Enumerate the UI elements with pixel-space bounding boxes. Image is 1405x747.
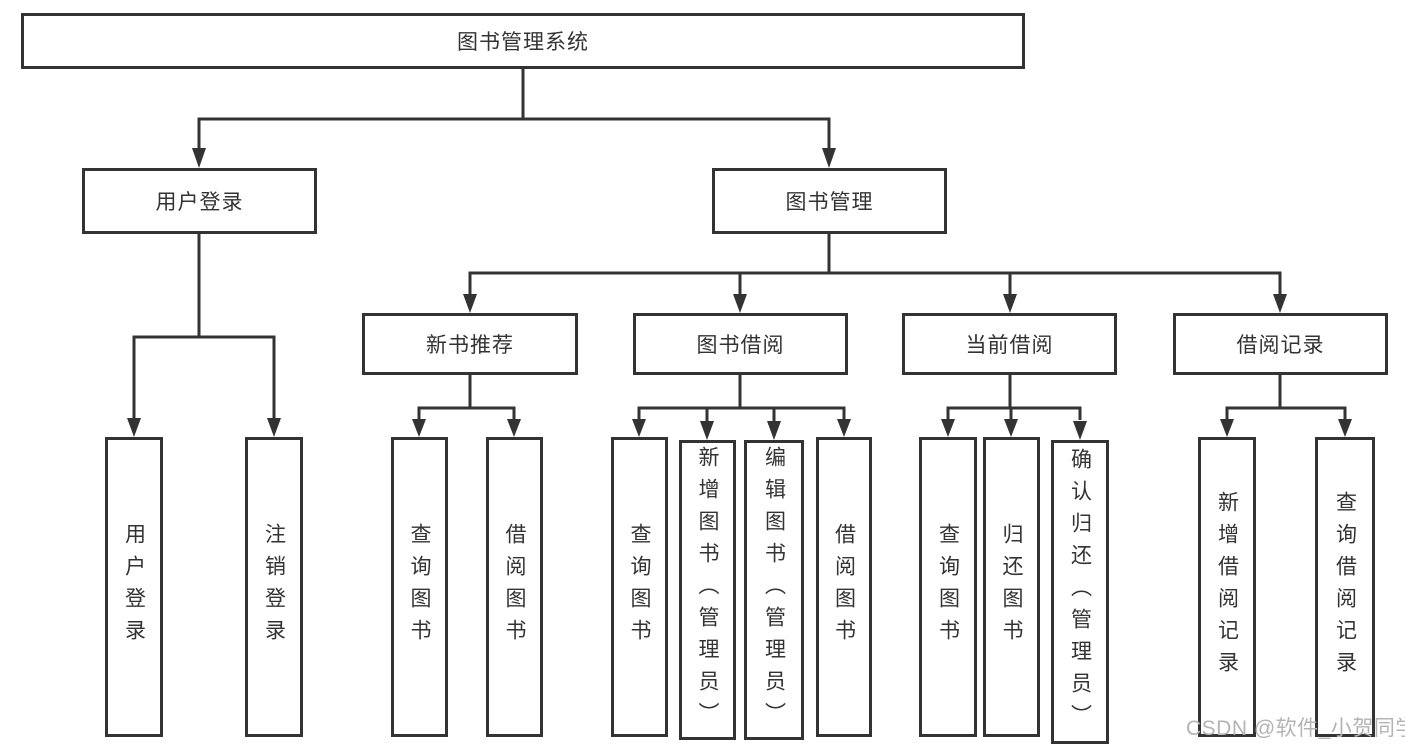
arrowhead-icon xyxy=(941,419,955,437)
connector-book-borrow-group xyxy=(632,375,851,440)
node-user-login: 用户登录 xyxy=(82,168,317,234)
csdn-watermark: CSDN @软件_小贺同学 xyxy=(1186,717,1405,740)
node-label: 借阅记录 xyxy=(1236,334,1325,357)
connector-line xyxy=(197,117,831,149)
node-label: 图书管理 xyxy=(785,191,874,214)
arrowhead-icon xyxy=(1073,421,1087,440)
node-label: 新增借阅记录 xyxy=(1215,491,1239,683)
connector-new-book-rec-group xyxy=(412,375,521,437)
node-label: 用户登录 xyxy=(155,191,244,214)
arrowhead-icon xyxy=(127,418,141,437)
node-label: 注销登录 xyxy=(262,523,286,651)
arrowhead-icon xyxy=(1338,419,1352,437)
arrowhead-icon xyxy=(463,294,477,313)
node-label: 图书借阅 xyxy=(696,334,785,357)
leaf-add-book-admin: 新增图书（管理员） xyxy=(679,440,736,740)
node-label: 查询图书 xyxy=(408,523,431,651)
leaf-return-books: 归还图书 xyxy=(983,437,1040,737)
node-borrow-records: 借阅记录 xyxy=(1173,313,1388,375)
node-book-borrowing: 图书借阅 xyxy=(633,313,848,375)
node-label: 借阅图书 xyxy=(503,523,526,651)
leaf-user-login: 用户登录 xyxy=(105,437,163,737)
leaf-add-borrow-record: 新增借阅记录 xyxy=(1198,437,1256,737)
node-label: 查询借阅记录 xyxy=(1333,491,1357,683)
arrowhead-icon xyxy=(767,421,781,440)
connector-line xyxy=(946,406,1082,420)
node-book-management: 图书管理 xyxy=(712,168,947,234)
leaf-edit-book-admin: 编辑图书（管理员） xyxy=(744,440,804,740)
arrowhead-icon xyxy=(837,419,851,437)
arrowhead-icon xyxy=(700,421,714,440)
node-label: 用户登录 xyxy=(122,523,146,651)
connector-line xyxy=(132,335,276,419)
leaf-query-books-current: 查询图书 xyxy=(919,437,977,737)
node-label: 当前借阅 xyxy=(965,334,1054,357)
node-label: 查询图书 xyxy=(936,523,960,651)
connector-line xyxy=(468,271,1282,295)
node-label: 确认归还（管理员） xyxy=(1068,448,1092,736)
leaf-borrow-books-borrowing: 借阅图书 xyxy=(816,437,872,737)
leaf-query-borrow-record: 查询借阅记录 xyxy=(1315,437,1375,737)
leaf-query-books-recommend: 查询图书 xyxy=(391,437,448,737)
arrowhead-icon xyxy=(632,419,646,437)
node-label: 编辑图书（管理员） xyxy=(762,446,786,734)
connector-current-borrow-group xyxy=(941,375,1087,440)
node-new-book-recommend: 新书推荐 xyxy=(362,313,578,375)
leaf-confirm-return-admin: 确认归还（管理员） xyxy=(1051,440,1109,744)
node-library-system: 图书管理系统 xyxy=(21,13,1025,69)
node-label: 查询图书 xyxy=(628,523,651,651)
node-current-borrowing: 当前借阅 xyxy=(902,313,1117,375)
connector-book-mgmt-group xyxy=(463,233,1287,313)
arrowhead-icon xyxy=(733,294,747,313)
connector-root-to-level2 xyxy=(192,68,836,168)
connector-borrow-records-group xyxy=(1220,375,1352,437)
connector-line xyxy=(637,406,846,420)
arrowhead-icon xyxy=(822,148,836,168)
node-label: 图书管理系统 xyxy=(457,31,589,54)
connector-line xyxy=(417,406,516,420)
node-label: 归还图书 xyxy=(1000,523,1023,651)
arrowhead-icon xyxy=(1003,294,1017,313)
leaf-logout: 注销登录 xyxy=(245,437,303,737)
arrowhead-icon xyxy=(267,418,281,437)
node-label: 新增图书（管理员） xyxy=(696,446,719,734)
leaf-borrow-books-recommend: 借阅图书 xyxy=(486,437,543,737)
arrowhead-icon xyxy=(1273,294,1287,313)
leaf-query-books-borrowing: 查询图书 xyxy=(611,437,668,737)
connector-line xyxy=(1225,406,1347,420)
arrowhead-icon xyxy=(1004,419,1018,437)
arrowhead-icon xyxy=(1220,419,1234,437)
node-label: 借阅图书 xyxy=(832,523,856,651)
arrowhead-icon xyxy=(412,419,426,437)
connector-user-login-group xyxy=(127,233,281,437)
node-label: 新书推荐 xyxy=(426,334,514,357)
arrowhead-icon xyxy=(192,148,206,168)
arrowhead-icon xyxy=(507,419,521,437)
